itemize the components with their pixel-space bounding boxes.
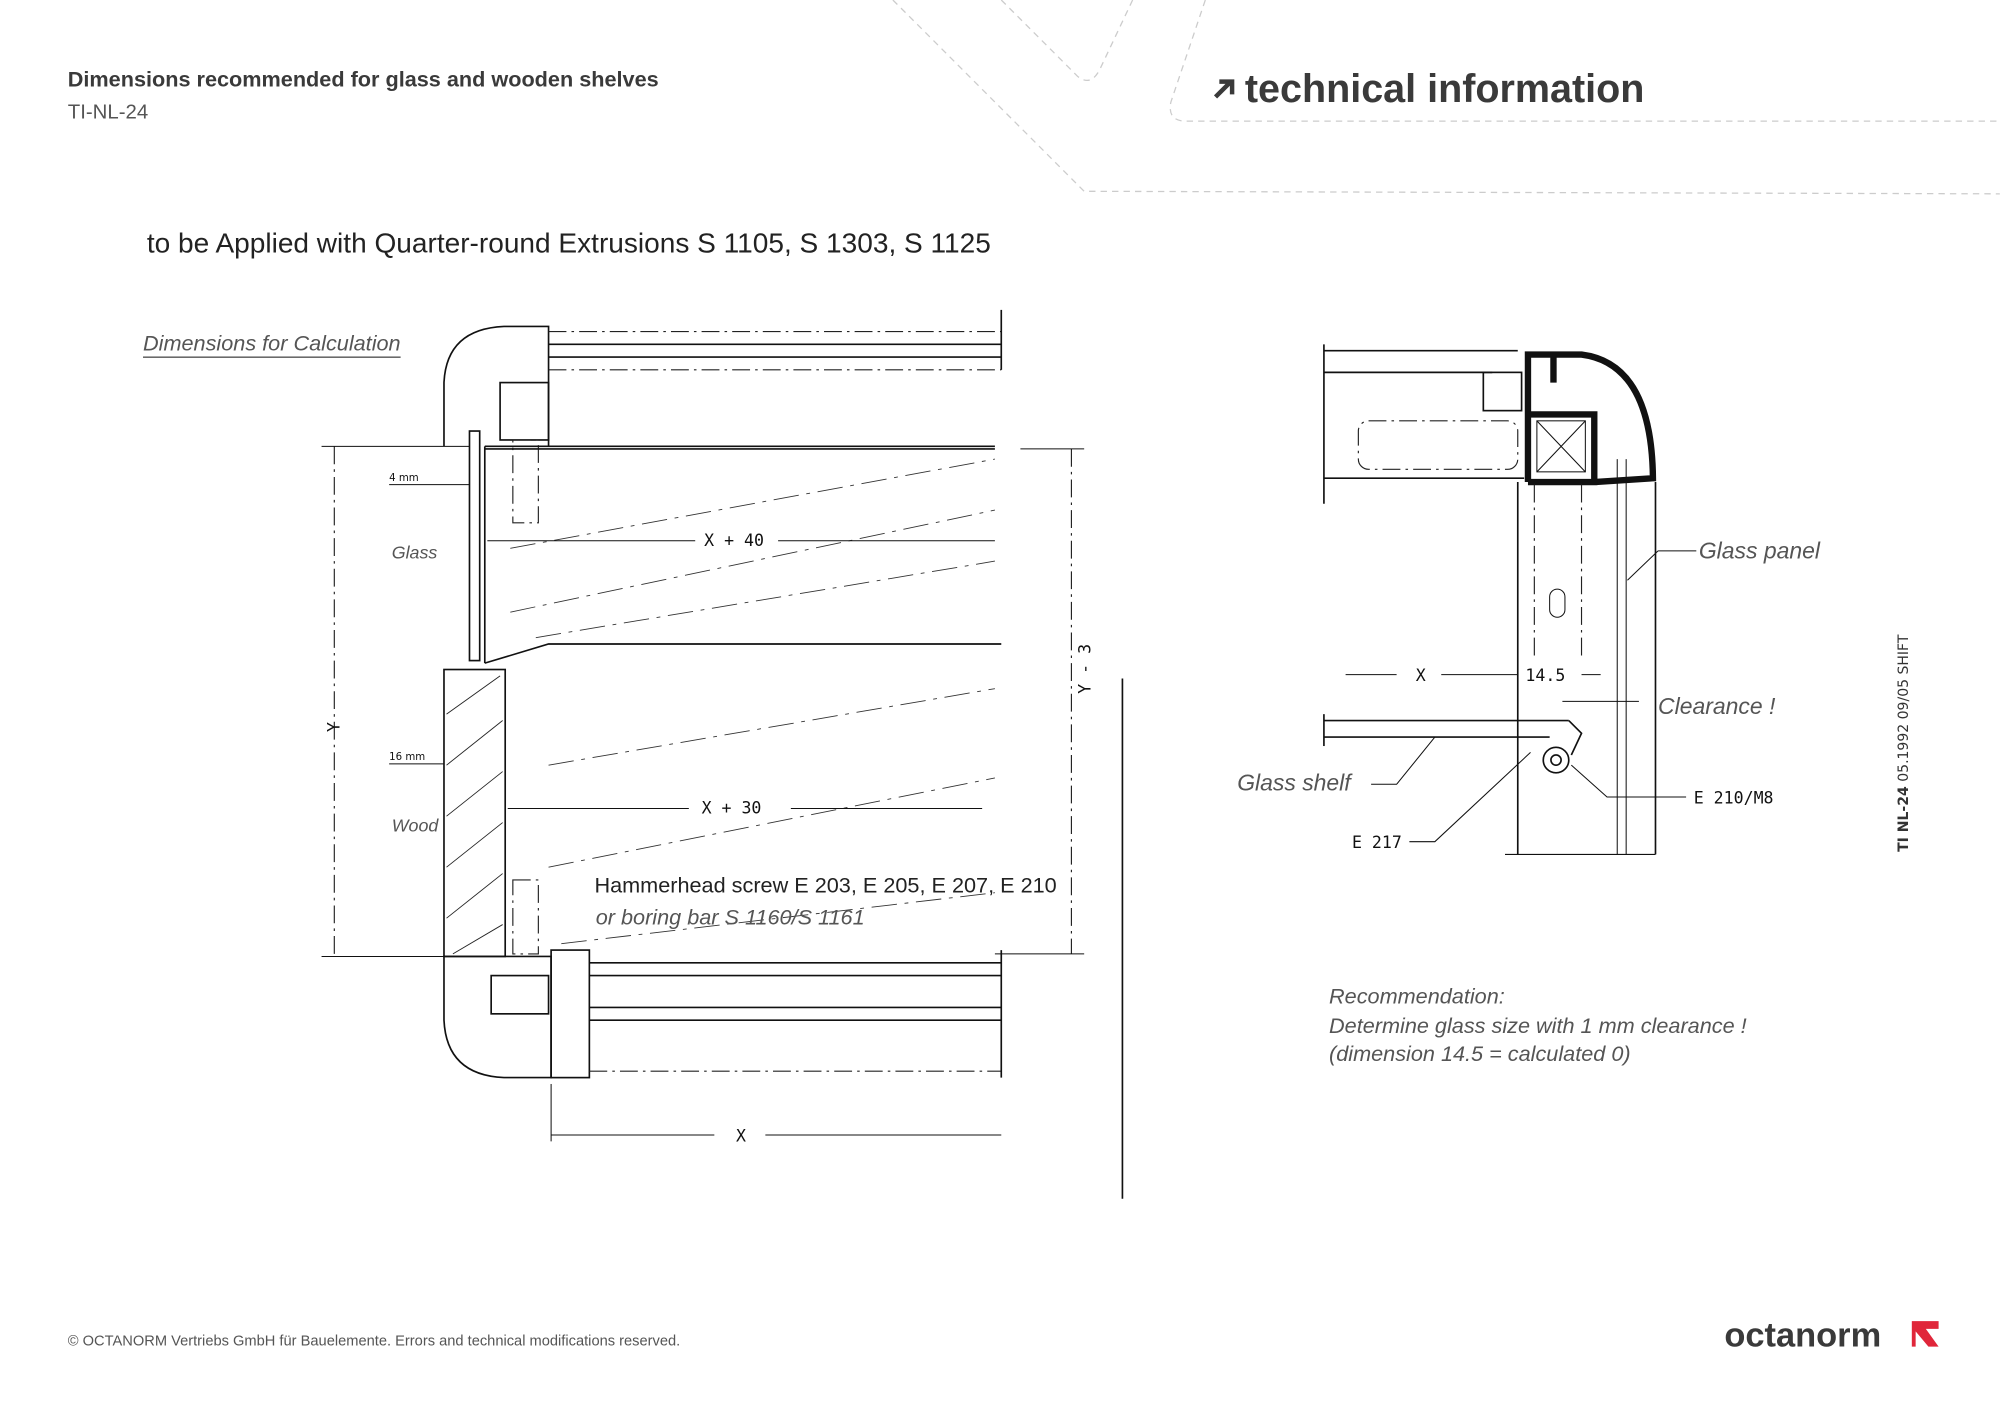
- dim-14-5: 14.5: [1525, 666, 1565, 685]
- glass-thickness-label: 4 mm: [389, 473, 419, 484]
- e217-label: E 217: [1352, 833, 1402, 852]
- glass-shelf-label: Glass shelf: [1237, 770, 1353, 796]
- logo-mark-icon: [1911, 1321, 1939, 1347]
- copyright: © OCTANORM Vertriebs GmbH für Bauelement…: [68, 1333, 680, 1349]
- document-title: Dimensions recommended for glass and woo…: [68, 67, 659, 92]
- recommendation-title: Recommendation:: [1329, 984, 1505, 1009]
- right-dim-x: X: [1416, 666, 1426, 685]
- left-section-drawing: Dimensions for Calculation: [143, 309, 1124, 1199]
- wood-thickness-label: 16 mm: [389, 752, 425, 763]
- dim-y-minus-3: Y - 3: [1076, 644, 1095, 694]
- page-heading: to be Applied with Quarter-round Extrusi…: [147, 228, 991, 259]
- dim-x-plus-30: X + 30: [702, 799, 762, 818]
- boring-bar-label: or boring bar S 1160/S 1161: [596, 905, 865, 930]
- dim-y: Y: [324, 722, 343, 732]
- octanorm-logo: octanorm: [1724, 1317, 1939, 1355]
- recommendation: Recommendation: Determine glass size wit…: [1329, 984, 1747, 1066]
- glass-panel-label: Glass panel: [1699, 538, 1821, 564]
- right-section-drawing: X 14.5 Glass panel Clearance ! Glass she…: [1237, 344, 1821, 855]
- calc-caption: Dimensions for Calculation: [143, 331, 401, 356]
- dim-x-plus-40: X + 40: [704, 531, 764, 550]
- dim-x: X: [736, 1126, 746, 1145]
- side-note-code: TI NL-24: [1896, 786, 1912, 852]
- svg-text:octanorm: octanorm: [1724, 1317, 1881, 1355]
- side-note: TI NL-24 05.1992 09/05 SHIFT: [1896, 634, 1912, 852]
- hammerhead-screw-label: Hammerhead screw E 203, E 205, E 207, E …: [594, 873, 1056, 898]
- recommendation-note: (dimension 14.5 = calculated 0): [1329, 1041, 1631, 1066]
- wood-label: Wood: [392, 815, 440, 835]
- e210-label: E 210/M8: [1694, 788, 1774, 807]
- side-note-rest: 05.1992 09/05 SHIFT: [1896, 634, 1912, 782]
- arrow-up-right-icon: [1213, 79, 1235, 99]
- clearance-label: Clearance !: [1658, 693, 1776, 719]
- glass-label: Glass: [392, 543, 438, 563]
- document-code: TI-NL-24: [68, 102, 148, 124]
- recommendation-text: Determine glass size with 1 mm clearance…: [1329, 1013, 1747, 1038]
- section-title: technical information: [1245, 67, 1645, 111]
- header-decoration: [892, 0, 2000, 195]
